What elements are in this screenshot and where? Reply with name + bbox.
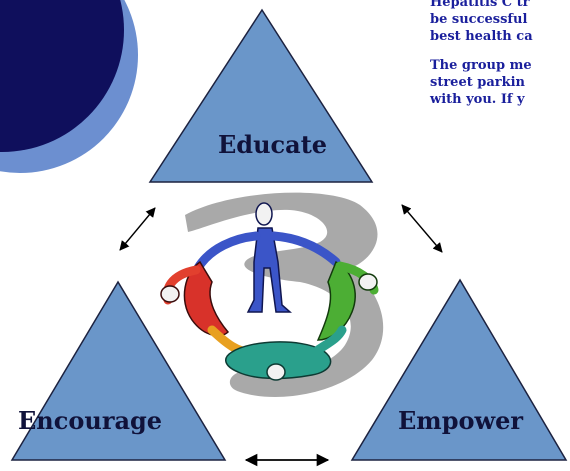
- para1-line-1: Hepatitis C tr: [430, 0, 530, 10]
- encourage-triangle: [10, 280, 227, 461]
- para2-line-3: with you. If y: [430, 92, 525, 107]
- body-text: Hepatitis C tr be successful best health…: [430, 0, 570, 108]
- educate-label: Educate: [218, 130, 328, 159]
- left-double-arrow: [119, 207, 156, 251]
- empower-triangle: [350, 278, 568, 461]
- decorative-circles: [0, 0, 138, 173]
- dark-circle-shape: [0, 0, 124, 152]
- encourage-label: Encourage: [18, 406, 163, 435]
- para2-line-2: street parkin: [430, 75, 526, 90]
- para2-line-1: The group me: [430, 58, 532, 73]
- para1-line-3: best health ca: [430, 29, 533, 44]
- people-circle-icon: [160, 192, 384, 397]
- para1-line-2: be successful: [430, 12, 528, 27]
- educate-triangle: [148, 8, 374, 183]
- empower-label: Empower: [398, 406, 524, 435]
- right-double-arrow: [401, 204, 443, 253]
